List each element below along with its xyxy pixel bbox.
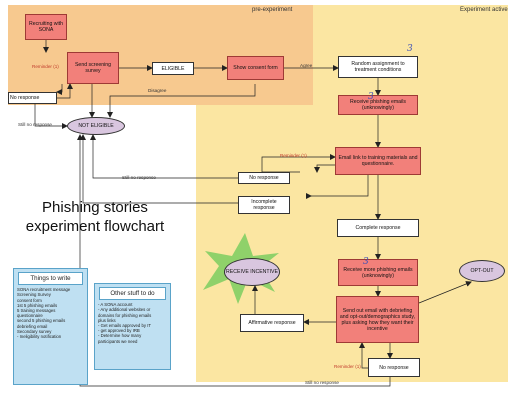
edge-incomplete-noteligible <box>80 134 238 204</box>
node-show-consent: Show consent form <box>227 56 284 80</box>
note-item: - Ineligibility notification <box>17 334 62 340</box>
node-random-assignment: Random assignment to treatment condition… <box>338 56 418 78</box>
edge-noresponse-sendout-reminder <box>359 342 368 369</box>
note-item: - Get emails approved by IT <box>98 323 152 329</box>
edge-noresponse-noteligible <box>34 104 68 129</box>
edge-label-still-no-response-1: Still no response <box>18 122 52 127</box>
note-item: - Any additional websites or <box>98 307 151 313</box>
note-item: - get approved by IRB <box>98 328 140 334</box>
note-item: 5 training messages <box>17 308 56 314</box>
edge-label-still-no-response-2: Still no response <box>122 175 156 180</box>
edge-label-still-no-response-3: Still no response <box>305 380 339 385</box>
node-receive-phishing: Receive phishing emails (unknowingly) <box>338 95 418 115</box>
edge-label-agree: Agree <box>300 63 313 68</box>
node-no-response-mid: No response <box>238 172 290 184</box>
note-item: Secondary survey <box>17 328 52 334</box>
node-recruiting: Recruiting with SONA <box>25 14 67 40</box>
node-complete: Complete response <box>337 219 419 237</box>
node-send-out: Send out email with debriefing and opt-o… <box>336 296 419 343</box>
handwritten-mark-1: 3 <box>407 44 413 54</box>
note-item: consent form <box>17 297 42 303</box>
node-receive-more: Receive more phishing emails (unknowingl… <box>338 259 418 286</box>
node-affirmative: Affirmative response <box>240 314 304 332</box>
edge-email-noresponse <box>314 164 343 173</box>
edge-label-reminder-3: Reminder (1) <box>334 364 361 369</box>
note-item: Screening Survey <box>17 292 51 298</box>
handwritten-mark-3: 3 <box>363 257 369 267</box>
note-things-to-write: Things to write SONA recruitment message… <box>13 268 88 385</box>
note-item: plus links <box>98 317 116 323</box>
note-item: second 5 phishing emails <box>17 318 66 324</box>
note-item: participants we need <box>98 338 138 344</box>
edge-noresponse-screening-reminder <box>57 83 73 99</box>
node-not-eligible: NOT ELIGIBLE <box>67 117 125 135</box>
node-incomplete: Incomplete response <box>238 196 290 214</box>
note-item: - Determine how many <box>98 333 142 339</box>
node-no-response-top: No response <box>8 92 57 104</box>
edge-screening-noresponse <box>56 84 63 95</box>
note-item: 1st 5 phishing emails <box>17 302 58 308</box>
note-item: debriefing email <box>17 323 48 329</box>
edge-sendout-optout <box>418 281 472 304</box>
edge-label-reminder-2: Reminder (1) <box>280 153 307 158</box>
node-no-response-bottom: No response <box>368 358 420 377</box>
edge-consent-disagree <box>107 84 256 118</box>
note-item: questionnaire <box>17 313 43 319</box>
node-eligible: ELIGIBLE <box>152 62 194 75</box>
edge-noresponse-noteligible <box>90 134 238 179</box>
experiment-active-label: Experiment active <box>460 7 508 13</box>
note-item: domains for phishing emails <box>98 312 152 318</box>
pre-experiment-label: pre-experiment <box>252 7 293 13</box>
edge-email-incomplete <box>310 175 369 199</box>
node-send-screening: Send screening survey <box>67 52 119 84</box>
node-receive-incentive: RECEIVE INCENTIVE <box>224 258 280 286</box>
edge-label-disagree: Disagree <box>148 88 167 93</box>
edge-noresponse-noteligible-bottom <box>77 134 391 387</box>
handwritten-mark-2: 3 <box>368 92 374 102</box>
note-other-stuff-heading: Other stuff to do <box>99 287 166 301</box>
note-other-stuff: Other stuff to do - A SONA account - Any… <box>94 283 171 370</box>
edge-label-reminder-1: Reminder (1) <box>32 64 59 69</box>
note-item: - A SONA account <box>98 302 133 308</box>
flowchart-title: Phishing stories experiment flowchart <box>25 199 165 235</box>
note-item: SONA recruitment message <box>17 287 71 293</box>
node-email-link: Email link to training materials and que… <box>335 147 421 175</box>
node-opt-out: OPT-OUT <box>459 260 505 282</box>
note-things-to-write-heading: Things to write <box>18 272 83 286</box>
